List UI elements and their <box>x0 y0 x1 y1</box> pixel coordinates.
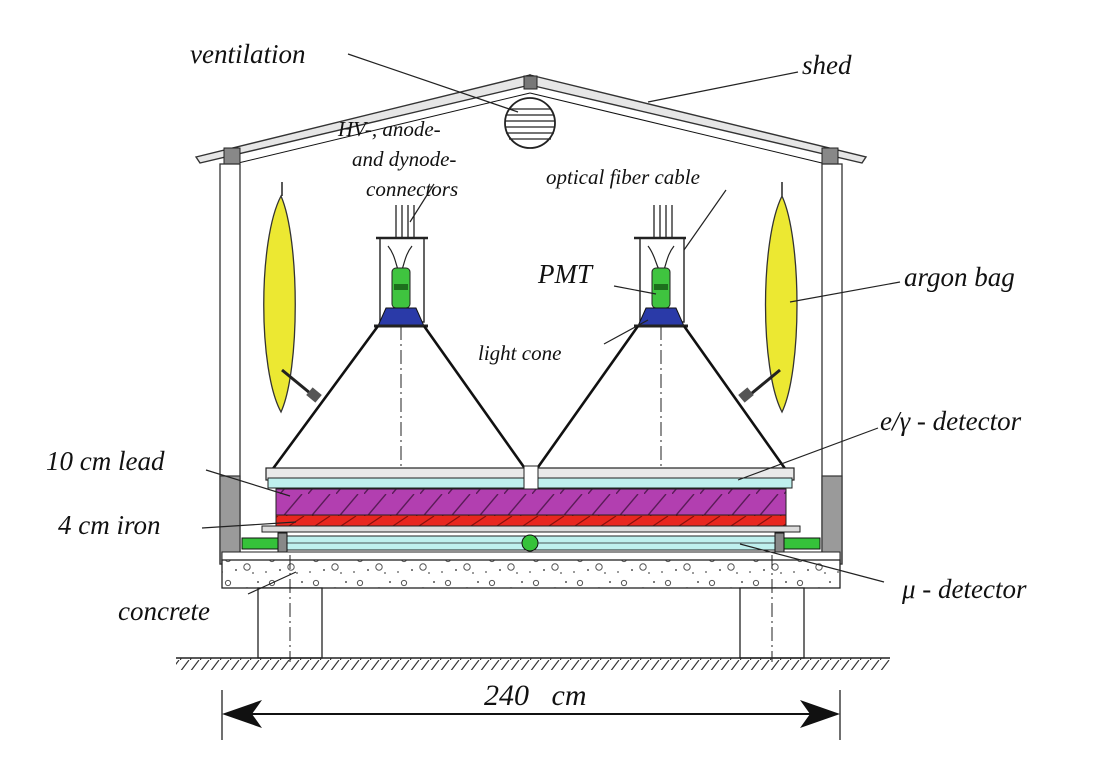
roof-ridge-block <box>523 75 538 90</box>
mu-detector-center-fitting <box>521 534 539 552</box>
label-connectors-line1: HV-, anode- <box>337 117 441 141</box>
labels: ventilation shed HV-, anode- and dynode-… <box>46 39 1027 712</box>
roof-right <box>529 74 868 164</box>
width-dimension <box>221 690 841 740</box>
label-mu-detector: μ - detector <box>901 574 1027 604</box>
light-cones <box>270 325 788 471</box>
argon-bag-left <box>263 182 322 414</box>
label-10cm-lead: 10 cm lead <box>46 446 165 476</box>
e-gamma-detector-left <box>267 477 525 489</box>
lead-layer <box>275 488 787 516</box>
label-width-240cm: 240 cm <box>484 679 586 712</box>
detector-stack <box>221 465 841 561</box>
light-cone-top-left <box>377 307 425 327</box>
label-shed: shed <box>802 50 852 80</box>
label-ventilation: ventilation <box>190 39 305 69</box>
shed-structure <box>194 74 868 565</box>
label-light-cone: light cone <box>478 341 561 365</box>
foundation <box>176 555 890 670</box>
label-4cm-iron: 4 cm iron <box>58 510 161 540</box>
pmt-assembly-right <box>634 205 688 328</box>
iron-layer <box>275 514 787 527</box>
ventilation-fan-icon <box>504 97 556 149</box>
label-connectors-line3: connectors <box>366 177 458 201</box>
label-argon-bag: argon bag <box>904 262 1015 292</box>
e-gamma-detector-right <box>537 477 793 489</box>
leader-lines <box>201 53 901 595</box>
arrow-left-icon <box>222 700 262 728</box>
label-concrete: concrete <box>118 596 210 626</box>
concrete-slab <box>221 559 841 589</box>
argon-bag-right <box>738 182 798 414</box>
light-cone-top-right <box>637 307 685 327</box>
ground-hatching <box>176 658 890 670</box>
arrow-right-icon <box>800 700 840 728</box>
label-pmt: PMT <box>537 259 594 289</box>
label-optical-fiber-cable: optical fiber cable <box>546 165 700 189</box>
pmt-assembly-left <box>374 205 428 328</box>
label-connectors-line2: and dynode- <box>352 147 456 171</box>
label-e-gamma-detector: e/γ - detector <box>880 406 1022 436</box>
